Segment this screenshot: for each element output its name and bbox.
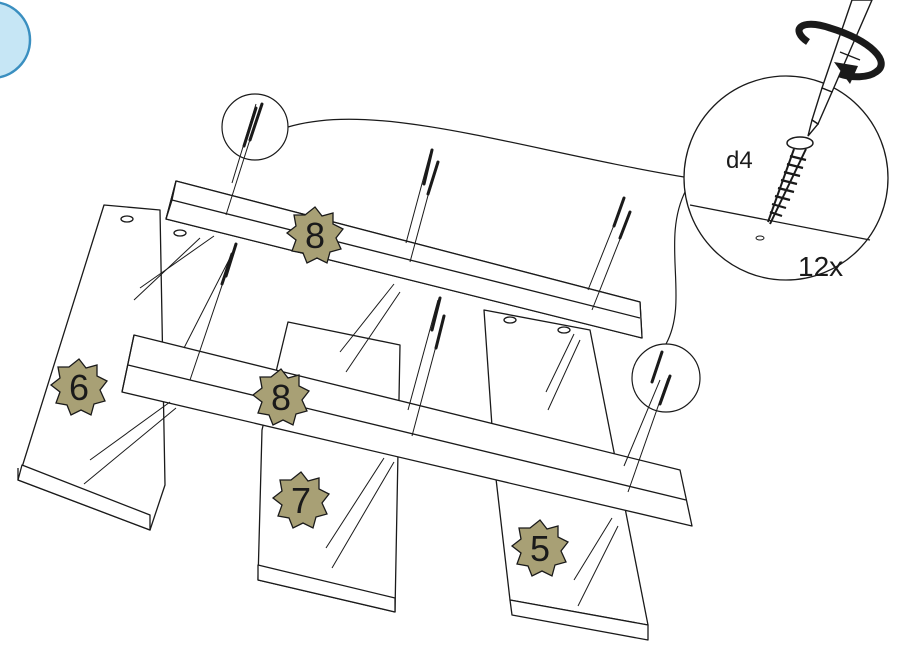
screw-detail-callout: d4 12x — [683, 0, 889, 282]
badge-label-left-panel: 6 — [69, 367, 89, 408]
screw-quantity-label: 12x — [798, 251, 843, 282]
screw-heads — [220, 102, 672, 406]
callout-lines — [221, 93, 701, 413]
screwdriver-icon — [807, 0, 873, 137]
part-badge-front-board: 8 — [251, 368, 310, 426]
screw-detail-icon — [767, 136, 814, 225]
badge-label-middle-panel: 7 — [291, 480, 311, 521]
part-badges: 8 6 8 7 5 — [49, 206, 569, 577]
part-badge-top-board: 8 — [285, 206, 344, 264]
part-badge-middle-panel: 7 — [271, 471, 330, 529]
top-board-8 — [165, 180, 643, 339]
badge-label-right-panel: 5 — [530, 528, 550, 569]
part-badge-right-panel: 5 — [510, 519, 569, 577]
rotate-clockwise-icon — [795, 20, 885, 84]
part-badge-left-panel: 6 — [49, 358, 108, 416]
step-marker — [0, 1, 32, 79]
callout-circle-right — [631, 343, 701, 413]
screw-size-label: d4 — [726, 147, 753, 174]
badge-label-front-board: 8 — [271, 377, 291, 418]
badge-label-top-board: 8 — [305, 215, 325, 256]
